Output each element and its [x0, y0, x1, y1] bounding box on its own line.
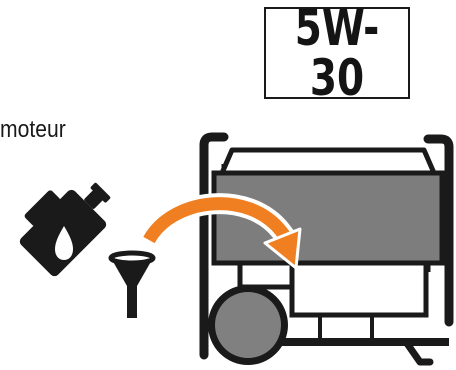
generator-icon — [204, 137, 449, 365]
funnel-icon — [111, 253, 153, 318]
oil-bottle-icon — [8, 163, 123, 278]
